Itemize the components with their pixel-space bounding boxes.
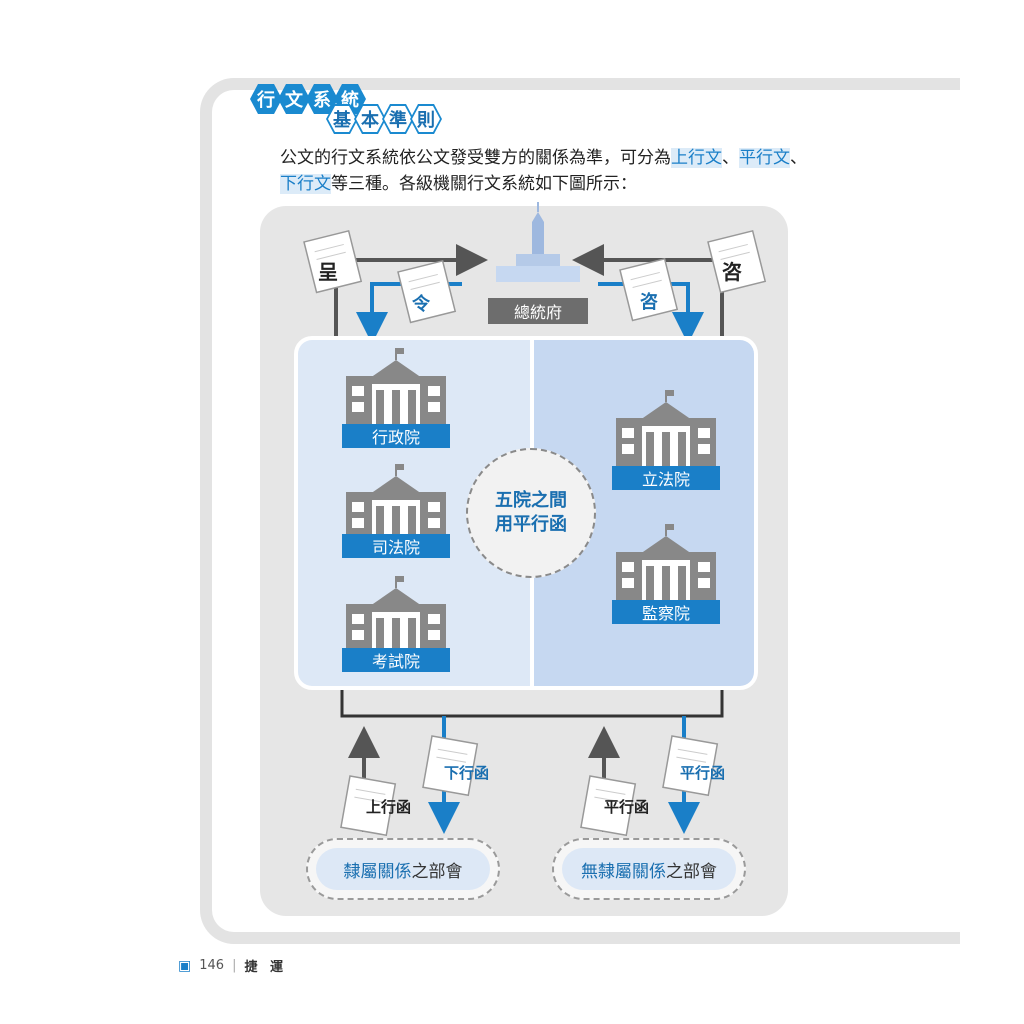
document-icon [422, 735, 479, 797]
pill-text: 隸屬關係 [343, 861, 412, 882]
heading-char: 基 [326, 104, 358, 134]
separator: 、 [722, 148, 739, 168]
label-down-letter: 下行函 [444, 764, 490, 782]
term-down: 下行文 [280, 174, 331, 194]
doc-label-zi-inner: 咨 [640, 292, 658, 313]
presidential-building-icon [496, 202, 580, 282]
document-icon [303, 229, 363, 294]
heading-char: 準 [382, 104, 414, 134]
non-subordinate-ministries-pill: 無隸屬關係之部會 [552, 838, 746, 900]
doc-label-ling: 令 [412, 294, 430, 315]
doc-label-zi: 咨 [722, 260, 742, 284]
label-parallel-letter-up: 平行函 [604, 798, 650, 816]
separator: 、 [790, 148, 807, 168]
building-icon [616, 524, 716, 604]
president-label: 總統府 [488, 298, 588, 324]
intro-line-2: 下行文等三種。各級機關行文系統如下圖所示： [280, 172, 637, 196]
yuan-label-control: 監察院 [612, 600, 720, 624]
yuan-label-legislative: 立法院 [612, 466, 720, 490]
pill-text: 之部會 [666, 861, 717, 882]
center-note: 五院之間 用平行函 [466, 448, 596, 578]
pill-text: 無隸屬關係 [581, 861, 666, 882]
page-footer: ▣ 146 | 捷 運 [178, 956, 287, 976]
yuan-label-examination: 考試院 [342, 648, 450, 672]
yuan-label-judicial: 司法院 [342, 534, 450, 558]
building-icon [346, 576, 446, 656]
term-up: 上行文 [671, 148, 722, 168]
document-icon [340, 775, 397, 837]
doc-label-cheng: 呈 [318, 260, 338, 284]
divider: | [232, 958, 237, 973]
building-icon [346, 348, 446, 428]
intro-text: 公文的行文系統依公文發受雙方的關係為準，可分為 [280, 148, 671, 168]
intro-line-1: 公文的行文系統依公文發受雙方的關係為準，可分為上行文、平行文、 [280, 146, 807, 170]
intro-text: 等三種。各級機關行文系統如下圖所示： [331, 174, 637, 194]
label-up-letter: 上行函 [366, 798, 412, 816]
document-icon [397, 259, 457, 324]
document-icon [580, 775, 637, 837]
pill-text: 之部會 [411, 861, 463, 882]
document-icon [619, 257, 679, 322]
train-icon: ▣ [178, 957, 192, 974]
heading-char: 則 [410, 104, 442, 134]
yuan-label-executive: 行政院 [342, 424, 450, 448]
heading-char: 文 [278, 84, 310, 114]
label-parallel-letter-down: 平行函 [680, 764, 726, 782]
heading-char: 本 [354, 104, 386, 134]
center-note-line2: 用平行函 [495, 514, 567, 535]
document-icon [662, 735, 719, 797]
building-icon [616, 390, 716, 470]
center-note-line1: 五院之間 [495, 490, 567, 511]
page-number: 146 [199, 958, 225, 973]
page-frame [200, 78, 960, 944]
book-title: 捷 運 [244, 960, 287, 975]
heading-char: 系 [306, 84, 338, 114]
document-icon [707, 229, 767, 294]
term-parallel: 平行文 [739, 148, 790, 168]
subordinate-ministries-pill: 隸屬關係之部會 [306, 838, 500, 900]
